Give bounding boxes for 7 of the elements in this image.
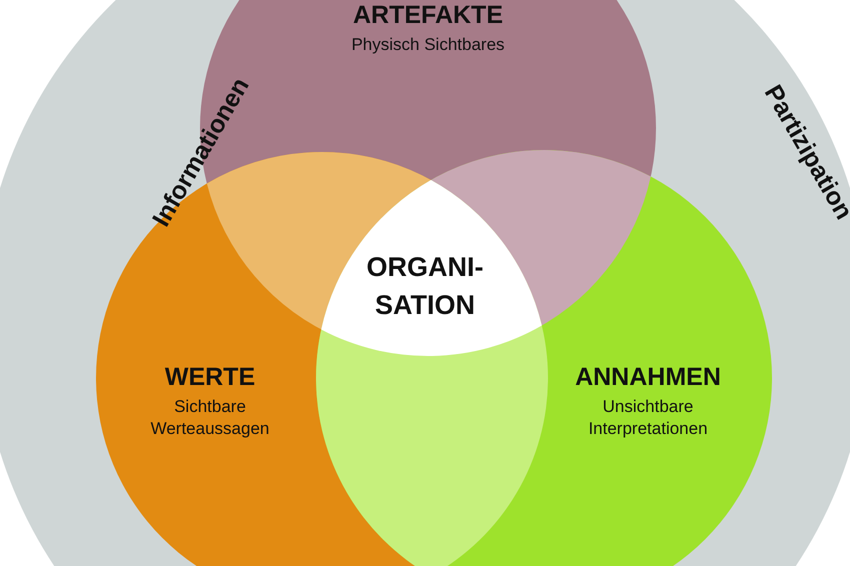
circle-description: Physisch Sichtbares [350, 34, 506, 56]
circle-description: Sichtbare Werteaussagen [150, 396, 270, 440]
center-label: ORGANI- SATION [366, 251, 484, 322]
circle-description: Unsichtbare Interpretationen [587, 396, 709, 440]
circle-title: ARTEFAKTE [352, 0, 504, 30]
circle-title: ANNAHMEN [574, 362, 722, 392]
circle-title: WERTE [164, 362, 256, 392]
